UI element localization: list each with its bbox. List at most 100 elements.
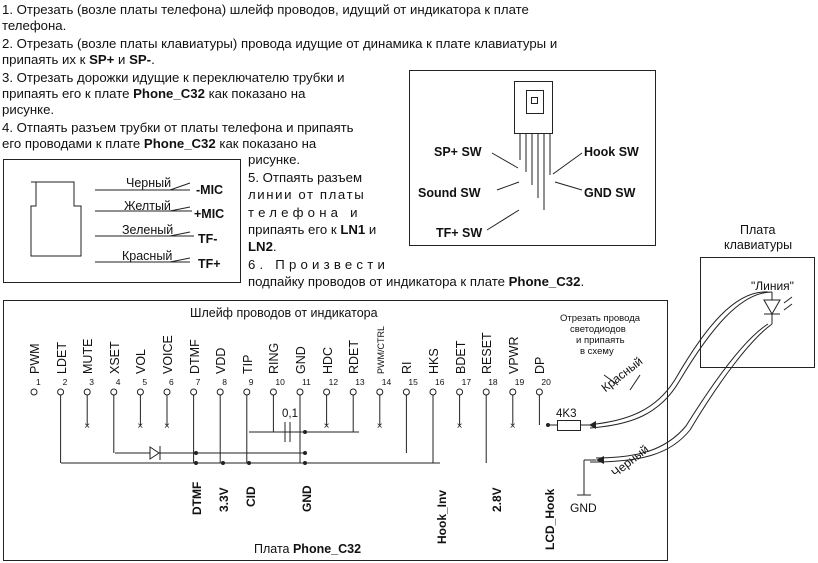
- pin-number-7: 7: [195, 377, 201, 387]
- pin-19: [509, 388, 517, 396]
- pin-name-9: TIP: [240, 354, 255, 374]
- label-hook-sw: Hook SW: [584, 145, 639, 159]
- pin-name-8: VDD: [214, 347, 229, 374]
- pin-4: [110, 388, 118, 396]
- pin-number-3: 3: [89, 377, 94, 387]
- signal-hook-inv: Hook_Inv: [435, 489, 449, 544]
- step3-line2: припаять его к плате Phone_C32 как показ…: [2, 86, 306, 101]
- pin-name-13: RDET: [347, 339, 362, 374]
- step5-line4: припаять его к LN1 и: [248, 222, 377, 237]
- pin-name-6: VOICE: [161, 335, 175, 374]
- phone-c32-board: [3, 300, 668, 561]
- signal-lcd-hook: LCD_Hook: [543, 488, 557, 550]
- pin-name-4: XSET: [107, 341, 122, 374]
- pin-number-16: 16: [435, 377, 445, 387]
- switch-box: [409, 70, 656, 246]
- pin-number-4: 4: [115, 377, 121, 387]
- pin-name-19: VPWR: [506, 336, 521, 375]
- pin-name-14: PWM/CTRL: [375, 326, 386, 374]
- no-connect-mark: ×: [457, 421, 463, 432]
- pin-number-5: 5: [142, 377, 148, 387]
- pin-number-8: 8: [222, 377, 227, 387]
- step1-line1: 1. Отрезать (возле платы телефона) шлейф…: [2, 2, 529, 17]
- label-gnd-sw: GND SW: [584, 186, 636, 200]
- label-sound-sw: Sound SW: [418, 186, 481, 200]
- no-connect-mark: ×: [377, 421, 383, 432]
- step5-line1: 5. Отпаять разъем: [248, 170, 363, 185]
- board-label: Плата Phone_C32: [254, 542, 362, 556]
- pin-15: [402, 388, 410, 396]
- pin-name-12: HDC: [320, 346, 335, 374]
- step5-line3: телефона и: [248, 205, 362, 220]
- wire-color-black: Черный: [126, 176, 172, 190]
- pin-name-16: HKS: [427, 348, 441, 374]
- ribbon-title: Шлейф проводов от индикатора: [190, 306, 378, 320]
- label-sp-plus-sw: SP+ SW: [434, 145, 482, 159]
- step4-line1: 4. Отпаять разъем трубки от платы телефо…: [2, 120, 354, 135]
- step1-line2: телефона.: [2, 18, 67, 33]
- resistor-label: 4K3: [556, 408, 577, 420]
- pin-name-15: RI: [400, 361, 415, 375]
- pin-name-3: MUTE: [81, 338, 96, 374]
- step3-line1: 3. Отрезать дорожки идущие к переключате…: [2, 70, 345, 85]
- signal-gnd: GND: [300, 485, 314, 512]
- signal-mic-plus: +MIC: [194, 207, 225, 221]
- label-tf-plus-sw: TF+ SW: [436, 226, 483, 240]
- step4-line2: его проводами к плате Phone_C32 как пока…: [2, 136, 317, 151]
- note-line4: в схему: [580, 346, 614, 357]
- wire-color-red: Красный: [122, 249, 173, 263]
- no-connect-mark: ×: [510, 421, 516, 432]
- pin-number-6: 6: [169, 377, 174, 387]
- signal-tf-minus: TF-: [198, 232, 218, 246]
- no-connect-mark: ×: [84, 421, 90, 432]
- pin-name-11: GND: [294, 346, 308, 374]
- pin-number-13: 13: [355, 377, 365, 387]
- pin-10: [269, 388, 277, 396]
- pin-9: [243, 388, 251, 396]
- pin-name-10: RING: [267, 342, 282, 374]
- signal-3v3: 3.3V: [217, 487, 231, 512]
- step2-line2: припаять их к SP+ и SP-.: [2, 52, 155, 67]
- pin-16: [429, 388, 437, 396]
- pin-13: [349, 388, 357, 396]
- pin-number-10: 10: [275, 377, 285, 387]
- pin-name-20: DP: [533, 356, 548, 374]
- pin-3: [83, 388, 91, 396]
- step6-line1: 6. Произвести: [248, 257, 390, 272]
- signal-mic-minus: -MIC: [196, 183, 224, 197]
- handset-jack-outline: [30, 181, 82, 257]
- pin-12: [323, 388, 331, 396]
- pin-number-18: 18: [488, 377, 498, 387]
- pin-number-9: 9: [248, 377, 254, 387]
- handset-connector-box: [3, 159, 241, 283]
- pin-number-1: 1: [36, 377, 41, 387]
- step5-line5: LN2.: [248, 239, 277, 254]
- note-line3: и припаять: [576, 335, 625, 346]
- step2-line1: 2. Отрезать (возле платы клавиатуры) про…: [2, 36, 558, 51]
- signal-cid: CID: [244, 486, 258, 507]
- pin-number-2: 2: [62, 377, 68, 387]
- no-connect-mark: ×: [324, 421, 330, 432]
- no-connect-mark: ×: [164, 421, 170, 432]
- pin-number-17: 17: [461, 377, 472, 387]
- wire-color-green: Зеленый: [122, 223, 174, 237]
- pin-name-18: RESET: [480, 332, 495, 374]
- pin-name-1: PWM: [28, 343, 42, 374]
- hook-switch: [514, 81, 553, 134]
- keyboard-board: [700, 257, 815, 368]
- pin-1: [30, 388, 38, 396]
- signal-dtmf: DTMF: [190, 481, 204, 515]
- pin-number-12: 12: [328, 377, 339, 387]
- wire-color-yellow: Желтый: [124, 199, 171, 213]
- pin-number-11: 11: [302, 377, 311, 387]
- pin-14: [376, 388, 384, 396]
- pin-18: [482, 388, 490, 396]
- pin-number-19: 19: [514, 377, 525, 387]
- keyboard-title-2: клавиатуры: [724, 238, 793, 252]
- pin-20: [535, 388, 543, 396]
- no-connect-mark: ×: [137, 421, 143, 432]
- pin-name-2: LDET: [54, 342, 69, 374]
- step6-line2: подпайку проводов от индикатора к плате …: [248, 274, 585, 289]
- step3-line3: рисунке.: [2, 102, 55, 117]
